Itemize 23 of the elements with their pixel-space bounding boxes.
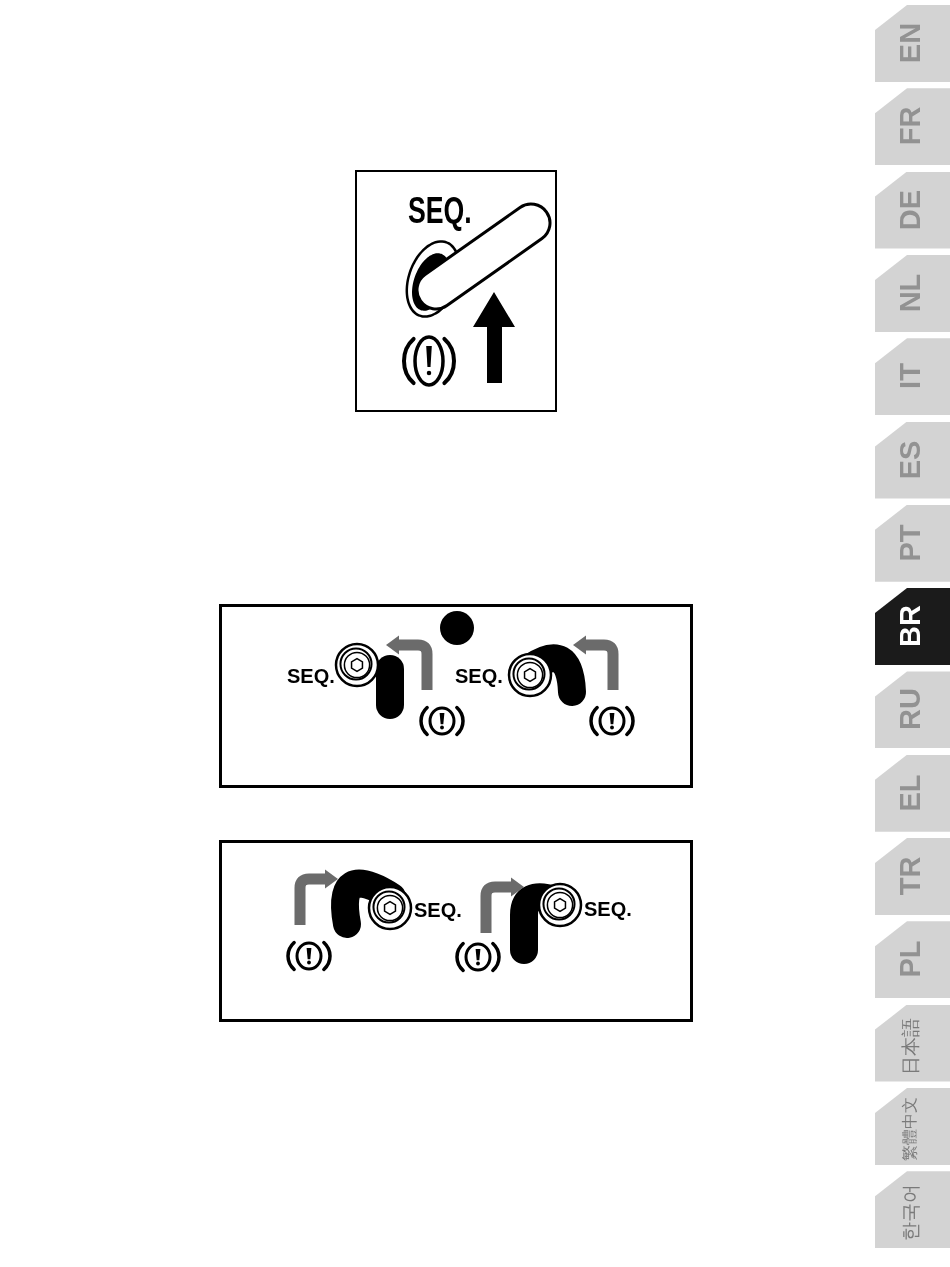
language-tab: BR [875, 588, 950, 666]
language-tab: EL [875, 754, 950, 832]
language-tab: ES [875, 421, 950, 499]
language-tab: DE [875, 171, 950, 249]
language-tab: 繁體中文 [875, 1087, 950, 1165]
language-tab: EN [875, 5, 950, 82]
language-tab: FR [875, 88, 950, 166]
switch-label: SEQ. [414, 900, 462, 920]
switch-label: SEQ. [407, 192, 472, 229]
language-tab: PL [875, 921, 950, 999]
switch-label: SEQ. [584, 899, 632, 919]
language-tab: 日本語 [875, 1004, 950, 1082]
illustration-panel [219, 604, 693, 788]
language-tab: 한국어 [875, 1171, 950, 1249]
language-tab: PT [875, 504, 950, 582]
language-tab: RU [875, 671, 950, 749]
switch-label: SEQ. [455, 666, 503, 686]
language-tab: TR [875, 838, 950, 915]
illustration-panel [355, 170, 557, 412]
illustration-panel [219, 840, 693, 1022]
language-tab: NL [875, 254, 950, 332]
language-tab: IT [875, 338, 950, 416]
switch-label: SEQ. [287, 666, 335, 686]
